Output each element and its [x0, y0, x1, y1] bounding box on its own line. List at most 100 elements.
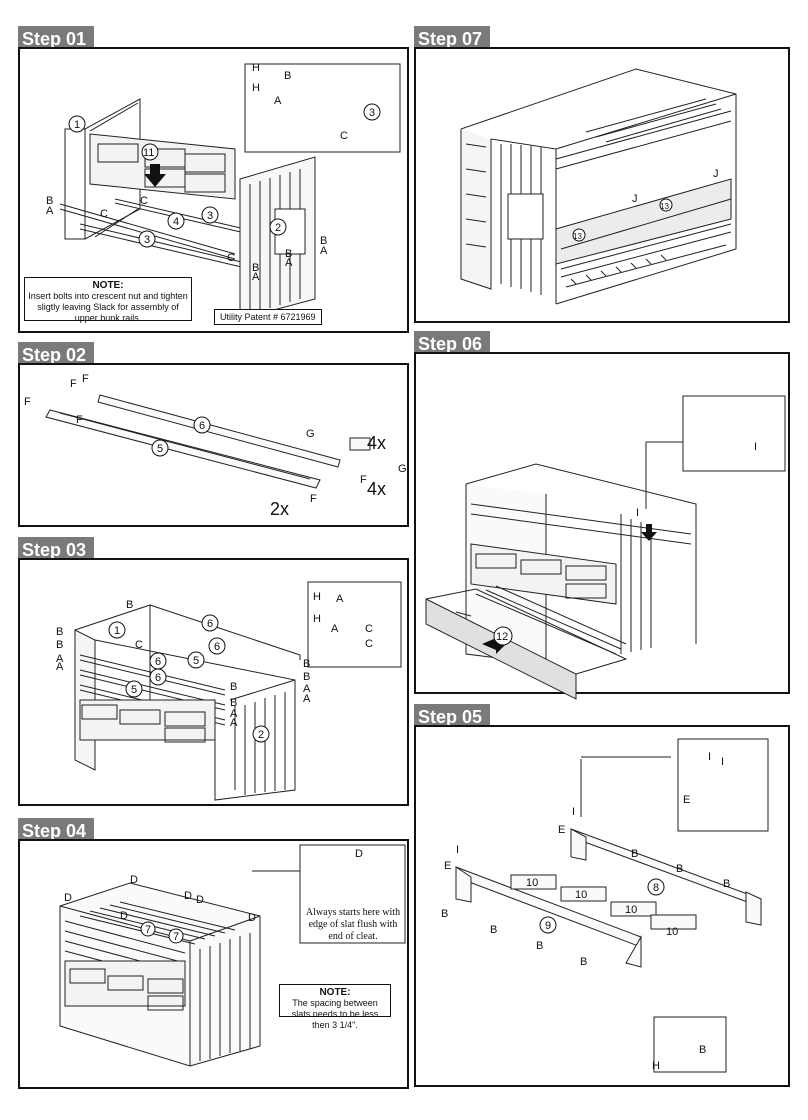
hw-b-label: B	[126, 599, 133, 611]
part-3-label: 3	[207, 210, 213, 222]
hw-a-label: A	[285, 257, 293, 269]
hw-h-label: H	[313, 591, 321, 603]
hw-d-label: D	[355, 848, 363, 860]
hw-f-label: F	[24, 396, 31, 408]
hw-a-label: A	[331, 623, 339, 635]
hw-c-label: C	[365, 638, 373, 650]
hw-e-label: E	[683, 794, 690, 806]
part-1-label: 1	[74, 119, 80, 131]
hw-b-label: B	[580, 956, 587, 968]
slat-callout: Always starts here with edge of slat flu…	[305, 907, 401, 942]
step-06-panel: 12 I I	[414, 352, 790, 700]
step-01-drawing: 1 11 3 4 3 2 3 B A C C C B A B A B A H B…	[46, 62, 401, 320]
note-title: NOTE:	[92, 280, 124, 291]
hw-a-label: A	[274, 95, 282, 107]
step-03-tab: Step 03	[18, 537, 95, 561]
hw-b-label: B	[631, 848, 638, 860]
hw-a-label: A	[230, 717, 238, 729]
hw-c-label: C	[340, 130, 348, 142]
part-5-label: 5	[131, 684, 137, 696]
hw-b-label: B	[230, 697, 237, 709]
step-02-tab: Step 02	[18, 342, 95, 366]
hw-b-label: B	[56, 639, 63, 651]
step-05-drawing: 8 9 10 10 10 10 B B B B B B B E I E I E …	[441, 738, 769, 1073]
part-10-label: 10	[575, 889, 587, 901]
hw-h-label: H	[313, 613, 321, 625]
hw-c-label: C	[135, 639, 143, 651]
hw-b-label: B	[723, 878, 730, 890]
step-07-tab: Step 07	[414, 26, 491, 50]
part-10-label: 10	[526, 877, 538, 889]
qty-4x: 4x	[367, 433, 386, 453]
part-2-label: 2	[275, 222, 281, 234]
note-text: Insert bolts into crescent nut and tight…	[28, 291, 188, 323]
hw-b-label: B	[46, 195, 53, 207]
hw-a-label: A	[46, 205, 54, 217]
hw-c-label: C	[100, 208, 108, 220]
step-02-panel: 6 5 F F F F G G F F 4x 4x 2x	[18, 363, 409, 527]
hw-f-label: F	[360, 474, 367, 486]
part-13-label: 13	[660, 202, 669, 211]
part-7-label: 7	[145, 924, 151, 936]
hw-i-label: I	[456, 844, 459, 856]
hw-g-label: G	[306, 428, 315, 440]
hw-a-label: A	[303, 693, 311, 705]
part-3-label: 3	[369, 107, 375, 119]
hw-i-label: I	[721, 756, 724, 768]
step-04-note: NOTE: The spacing between slats needs to…	[279, 984, 391, 1030]
part-5-label: 5	[157, 443, 163, 455]
hw-b-label: B	[699, 1044, 706, 1056]
part-7-label: 7	[173, 931, 179, 943]
part-6-label: 6	[207, 618, 213, 630]
step-title: Step 03	[22, 540, 87, 560]
hw-b-label: B	[285, 248, 292, 260]
hw-g-label: G	[398, 463, 407, 475]
qty-4x: 4x	[367, 479, 386, 499]
hw-a-label: A	[336, 593, 344, 605]
hw-b-label: B	[303, 658, 310, 670]
hw-d-label: D	[130, 874, 138, 886]
hw-f-label: F	[76, 414, 83, 426]
step-title: Step 01	[22, 29, 87, 49]
part-6-label: 6	[199, 420, 205, 432]
hw-d-label: D	[120, 910, 128, 922]
step-title: Step 07	[418, 29, 483, 49]
step-04-drawing: 7 7 D D D D D D D	[59, 844, 406, 1067]
step-06-tab: Step 06	[414, 331, 491, 355]
hw-f-label: F	[310, 493, 317, 505]
step-07-drawing: 13 13 J J	[460, 68, 737, 305]
hw-a-label: A	[56, 653, 64, 665]
hw-b-label: B	[536, 940, 543, 952]
hw-h-label: H	[252, 82, 260, 94]
part-10-label: 10	[625, 904, 637, 916]
part-6-label: 6	[155, 656, 161, 668]
part-11-label: 11	[143, 147, 154, 159]
step-05-tab: Step 05	[414, 704, 491, 728]
part-12-label: 12	[496, 631, 508, 643]
hw-d-label: D	[184, 890, 192, 902]
part-9-label: 9	[545, 920, 551, 932]
step-04-tab: Step 04	[18, 818, 95, 842]
step-07-panel: 13 13 J J	[414, 47, 790, 323]
hw-a-label: A	[303, 683, 311, 695]
hw-f-label: F	[70, 378, 77, 390]
part-6-label: 6	[214, 641, 220, 653]
hw-j-label: J	[632, 193, 638, 205]
hw-h-label: H	[652, 1060, 660, 1072]
hw-d-label: D	[196, 894, 204, 906]
hw-a-label: A	[252, 271, 260, 283]
part-3-label: 3	[144, 234, 150, 246]
note-title: NOTE:	[319, 987, 351, 998]
step-title: Step 06	[418, 334, 483, 354]
hw-a-label: A	[230, 708, 238, 720]
step-01-note: NOTE: Insert bolts into crescent nut and…	[24, 277, 192, 323]
hw-f-label: F	[82, 373, 89, 385]
part-5-label: 5	[193, 655, 199, 667]
hw-e-label: E	[444, 860, 451, 872]
hw-b-label: B	[676, 863, 683, 875]
step-03-panel: 1 6 6 6 5 6 5 2 B B B A A C B B A A B B …	[18, 558, 409, 806]
hw-h-label: H	[252, 62, 260, 74]
hw-b-label: B	[230, 681, 237, 693]
hw-d-label: D	[64, 892, 72, 904]
hw-b-label: B	[303, 671, 310, 683]
